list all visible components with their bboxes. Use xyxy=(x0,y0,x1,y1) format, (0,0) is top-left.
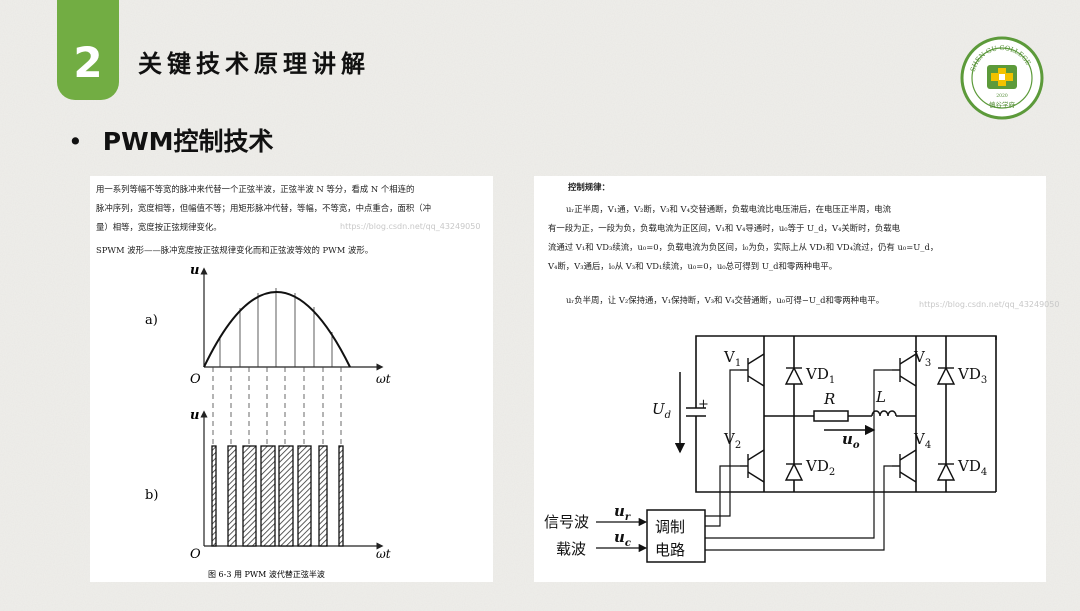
control-law-paragraph-2: uᵣ负半周，让 V₂保持通，V₁保持断，V₃和 V₄交替通断，u₀可得−U_d和… xyxy=(566,295,885,305)
inverter-circuit-diagram: V1 VD1 V2 VD2 V3 VD3 V4 VD4 Ud + R L uo … xyxy=(544,335,997,563)
axis-u-label-a: u xyxy=(190,263,199,278)
control-law-paragraph-1: uᵣ正半周，V₁通，V₂断，V₃和 V₄交替通断，负载电流比电压滞后，在电压正半… xyxy=(548,204,939,271)
subfigure-label-a: a) xyxy=(145,313,158,328)
subfigure-label-b: b) xyxy=(145,488,158,503)
bullet-dot: • xyxy=(68,127,83,156)
modulation-circuit-box xyxy=(646,509,706,563)
logo-year: 2020 xyxy=(996,93,1008,99)
cross-emblem-icon xyxy=(987,65,1017,89)
vd1-label: VD1 xyxy=(805,365,835,386)
pwm-pulse xyxy=(338,445,344,547)
uo-label: uo xyxy=(842,430,860,451)
vd2-label: VD2 xyxy=(805,457,835,478)
right-watermark: https://blog.csdn.net/qq_43249050 xyxy=(919,300,1060,309)
pwm-pulse xyxy=(260,445,276,547)
section-badge: 2 xyxy=(57,0,119,100)
transistor-v2 xyxy=(740,449,765,483)
left-paragraph-2: SPWM 波形——脉冲宽度按正弦规律变化而和正弦波等效的 PWM 波形。 xyxy=(96,245,374,255)
v4-label: V4 xyxy=(913,430,931,451)
bullet-text: PWM控制技术 xyxy=(102,127,274,156)
transistor-v1 xyxy=(740,353,765,387)
axis-u-label-b: u xyxy=(190,408,199,423)
diode-vd1 xyxy=(784,366,804,385)
left-watermark: https://blog.csdn.net/qq_43249050 xyxy=(340,222,481,231)
ud-label: Ud xyxy=(652,400,671,421)
axis-wt-label-b: ωt xyxy=(376,547,391,561)
inductor-l xyxy=(871,410,897,417)
diode-vd3 xyxy=(936,366,956,385)
bullet-item: • PWM控制技术 xyxy=(68,122,274,158)
v2-label: V2 xyxy=(723,430,741,451)
college-logo: SHEN GU COLLEGE 2020 慎谷学府 xyxy=(960,36,1044,120)
carrier-wave-label: 载波 xyxy=(556,540,586,558)
l-label: L xyxy=(875,388,886,406)
modulation-label-1: 调制 xyxy=(655,518,685,536)
modulation-label-2: 电路 xyxy=(655,541,685,559)
capacitor-plus: + xyxy=(698,397,709,412)
resistor-r xyxy=(813,410,849,422)
pwm-pulse xyxy=(211,445,217,547)
spwm-figure-panel: 用一系列等幅不等宽的脉冲来代替一个正弦半波，正弦半波 N 等分，看成 N 个相连… xyxy=(90,176,493,582)
v3-label: V3 xyxy=(913,348,931,369)
pwm-pulse xyxy=(318,445,328,547)
section-number: 2 xyxy=(73,37,103,87)
origin-label-a: O xyxy=(190,372,201,387)
diode-vd4 xyxy=(936,462,956,481)
spwm-diagram: u u O O ωt ωt a) b) 图 6-3 用 PWM 波代替正弦半波 xyxy=(145,263,391,579)
pwm-pulse xyxy=(278,445,294,547)
pwm-pulse xyxy=(297,445,312,547)
section-title: 关键技术原理讲解 xyxy=(138,50,370,78)
sine-half-wave xyxy=(203,291,351,368)
pwm-pulse xyxy=(242,445,257,547)
v1-label: V1 xyxy=(723,348,741,369)
vd3-label: VD3 xyxy=(957,365,987,386)
control-law-panel: 控制规律： uᵣ正半周，V₁通，V₂断，V₃和 V₄交替通断，负载电流比电压滞后… xyxy=(534,176,1059,582)
control-law-heading: 控制规律： xyxy=(568,182,610,192)
logo-bottom-text: 慎谷学府 xyxy=(989,100,1016,109)
transistor-v4 xyxy=(892,449,917,483)
origin-label-b: O xyxy=(190,547,201,562)
left-paragraph-1: 用一系列等幅不等宽的脉冲来代替一个正弦半波，正弦半波 N 等分，看成 N 个相连… xyxy=(96,184,431,232)
uc-label: uc xyxy=(614,528,631,549)
r-label: R xyxy=(823,390,835,408)
transistor-v3 xyxy=(892,353,917,387)
vd4-label: VD4 xyxy=(957,457,987,478)
pwm-pulse xyxy=(227,445,237,547)
figure-caption: 图 6-3 用 PWM 波代替正弦半波 xyxy=(208,569,325,579)
axis-wt-label-a: ωt xyxy=(376,372,391,386)
ur-label: ur xyxy=(614,502,631,523)
diode-vd2 xyxy=(784,462,804,481)
signal-wave-label: 信号波 xyxy=(544,513,589,531)
